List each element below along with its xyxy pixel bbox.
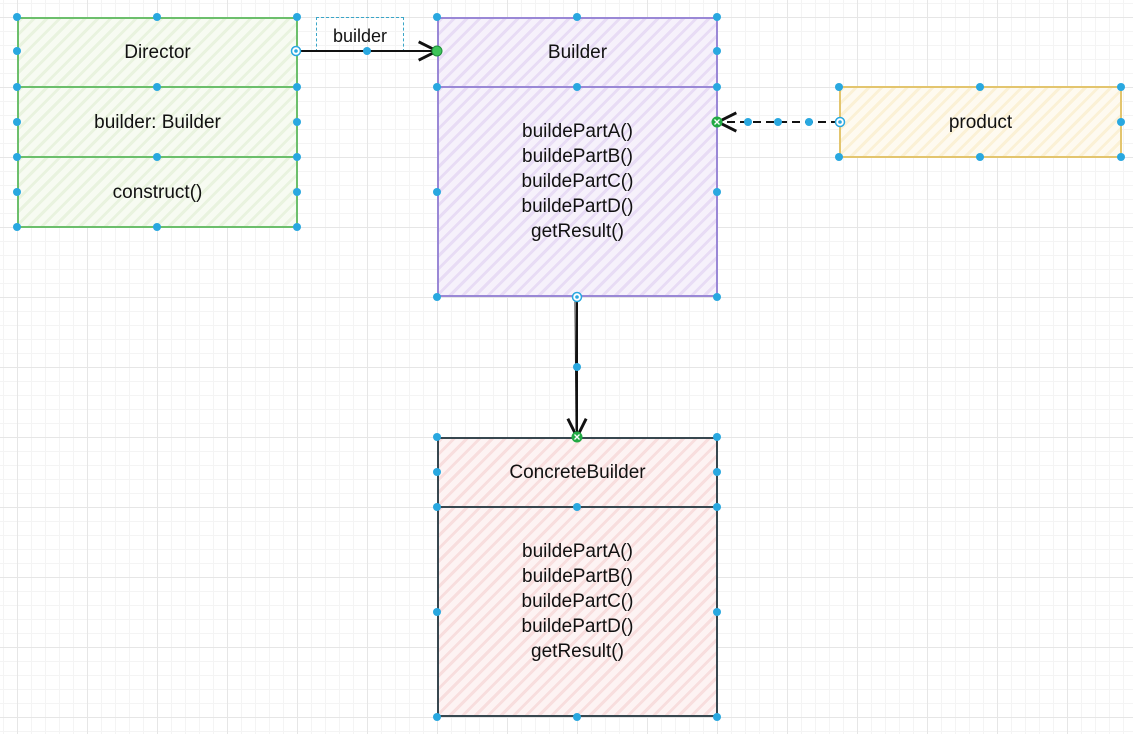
resize-handle[interactable] xyxy=(433,608,441,616)
resize-handle[interactable] xyxy=(433,713,441,721)
resize-handle[interactable] xyxy=(713,468,721,476)
director-title-text: Director xyxy=(124,42,191,63)
resize-handle[interactable] xyxy=(713,433,721,441)
resize-handle[interactable] xyxy=(153,153,161,161)
resize-handle[interactable] xyxy=(713,13,721,21)
resize-handle[interactable] xyxy=(293,153,301,161)
resize-handle[interactable] xyxy=(13,47,21,55)
resize-handle[interactable] xyxy=(13,153,21,161)
concrete-builder-methods-text: buildePartA() buildePartB() buildePartC(… xyxy=(521,541,634,662)
resize-handle[interactable] xyxy=(713,83,721,91)
resize-handle[interactable] xyxy=(713,47,721,55)
resize-handle[interactable] xyxy=(713,503,721,511)
concrete-builder-class-methods[interactable]: buildePartA() buildePartB() buildePartC(… xyxy=(437,506,718,717)
edge-waypoint-handle[interactable] xyxy=(805,118,813,126)
resize-handle[interactable] xyxy=(976,153,984,161)
resize-handle[interactable] xyxy=(433,433,441,441)
resize-handle[interactable] xyxy=(13,188,21,196)
director-method-text: construct() xyxy=(112,181,203,203)
resize-handle[interactable] xyxy=(713,293,721,301)
resize-handle[interactable] xyxy=(433,188,441,196)
edge-midpoint-handle[interactable] xyxy=(363,47,371,55)
resize-handle[interactable] xyxy=(713,713,721,721)
director-field-text: builder: Builder xyxy=(94,111,221,133)
resize-handle[interactable] xyxy=(433,13,441,21)
resize-handle[interactable] xyxy=(153,223,161,231)
director-class-method[interactable]: construct() xyxy=(17,156,298,228)
resize-handle[interactable] xyxy=(1117,118,1125,126)
resize-handle[interactable] xyxy=(835,153,843,161)
resize-handle[interactable] xyxy=(433,293,441,301)
edge-midpoint-handle[interactable] xyxy=(573,363,581,371)
resize-handle[interactable] xyxy=(976,83,984,91)
resize-handle[interactable] xyxy=(713,188,721,196)
concrete-builder-title-text: ConcreteBuilder xyxy=(509,462,646,483)
connection-point-icon[interactable] xyxy=(838,120,842,124)
product-title-text: product xyxy=(948,111,1013,133)
edge-waypoint-handle[interactable] xyxy=(774,118,782,126)
resize-handle[interactable] xyxy=(1117,83,1125,91)
x-mark-icon xyxy=(574,434,580,440)
resize-handle[interactable] xyxy=(13,118,21,126)
builder-title-text: Builder xyxy=(547,42,608,63)
resize-handle[interactable] xyxy=(293,188,301,196)
resize-handle[interactable] xyxy=(293,223,301,231)
resize-handle[interactable] xyxy=(573,83,581,91)
connection-point-icon[interactable] xyxy=(294,49,298,53)
resize-handle[interactable] xyxy=(835,83,843,91)
connection-point-icon[interactable] xyxy=(575,295,579,299)
resize-handle[interactable] xyxy=(713,608,721,616)
resize-handle[interactable] xyxy=(153,83,161,91)
resize-handle[interactable] xyxy=(433,83,441,91)
connected-anchor-icon[interactable] xyxy=(431,45,443,57)
x-mark-icon xyxy=(714,119,720,125)
resize-handle[interactable] xyxy=(573,713,581,721)
resize-handle[interactable] xyxy=(13,13,21,21)
resize-handle[interactable] xyxy=(153,13,161,21)
resize-handle[interactable] xyxy=(293,118,301,126)
resize-handle[interactable] xyxy=(433,503,441,511)
resize-handle[interactable] xyxy=(1117,153,1125,161)
builder-methods-text: buildePartA() buildePartB() buildePartC(… xyxy=(521,121,634,242)
resize-handle[interactable] xyxy=(13,83,21,91)
resize-handle[interactable] xyxy=(293,83,301,91)
director-class-title[interactable]: Director xyxy=(17,17,298,88)
resize-handle[interactable] xyxy=(13,223,21,231)
resize-handle[interactable] xyxy=(573,13,581,21)
builder-class-methods[interactable]: buildePartA() buildePartB() buildePartC(… xyxy=(437,86,718,297)
resize-handle[interactable] xyxy=(293,13,301,21)
resize-handle[interactable] xyxy=(573,503,581,511)
edge-waypoint-handle[interactable] xyxy=(744,118,752,126)
resize-handle[interactable] xyxy=(433,468,441,476)
